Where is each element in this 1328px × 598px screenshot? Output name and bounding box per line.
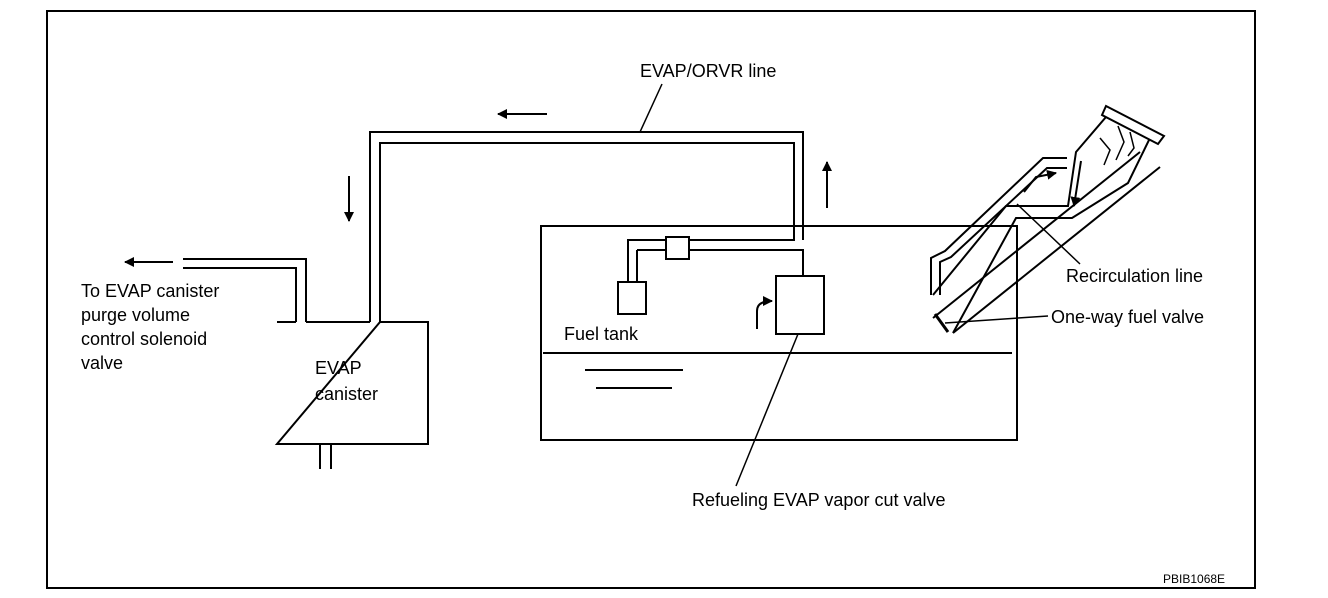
recirculation-line-label: Recirculation line [1066, 266, 1203, 286]
filler-neck-lower [932, 151, 1141, 319]
filler-cap-detail-3 [1127, 131, 1135, 157]
recirculation-line-outer [930, 157, 1067, 295]
purge-line-inner [183, 267, 297, 322]
line-junction [665, 236, 690, 260]
vapor-cut-valve [775, 275, 825, 335]
refuel-flow-arrow [1070, 160, 1082, 207]
fuel-tank [540, 225, 1018, 441]
vapor-cut-valve-leader [735, 333, 799, 487]
evap-orvr-line-label: EVAP/ORVR line [640, 61, 776, 81]
purge-destination-label-3: control solenoid [81, 329, 207, 349]
diagram-frame [46, 10, 1256, 589]
purge-destination-label-1: To EVAP canister [81, 281, 219, 301]
recirculation-flow-arrow [1023, 169, 1057, 193]
filler-cap-detail-2 [1115, 125, 1125, 161]
one-way-fuel-valve-label: One-way fuel valve [1051, 307, 1204, 327]
fuel-tank-label: Fuel tank [564, 324, 639, 344]
vapor-valve-connection [637, 249, 804, 276]
purge-destination-label-4: valve [81, 353, 123, 373]
evap-orvr-line-inner [379, 142, 795, 322]
fuel-level-float [617, 281, 647, 315]
one-way-valve-leader [944, 315, 1049, 324]
vapor-cut-valve-label: Refueling EVAP vapor cut valve [692, 490, 945, 510]
figure-code: PBIB1068E [1163, 572, 1225, 586]
one-way-fuel-valve [933, 313, 950, 333]
purge-line-outer [183, 258, 307, 322]
evap-orvr-line-outer [369, 131, 804, 322]
purge-destination-label-2: purge volume [81, 305, 190, 325]
filler-cap-detail-1 [1099, 137, 1111, 166]
evap-canister [274, 321, 429, 445]
recirculation-leader [1016, 203, 1081, 265]
recirculation-line-inner [939, 167, 1067, 295]
evap-canister-label-2: canister [315, 384, 378, 404]
vapor-flow-arrow [756, 296, 773, 329]
evap-canister-label-1: EVAP [315, 358, 362, 378]
filler-neck-upper [952, 166, 1161, 334]
fuel-cap [1100, 104, 1166, 146]
evap-orvr-leader [639, 83, 663, 133]
